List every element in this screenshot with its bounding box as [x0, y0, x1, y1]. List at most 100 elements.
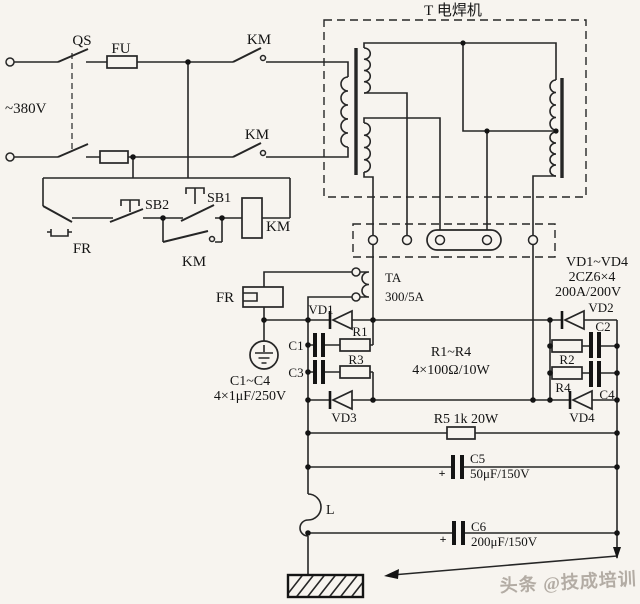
terminal-1 [367, 234, 379, 246]
c6-polarity: + [440, 532, 447, 546]
r2-label: R2 [559, 352, 574, 367]
electrode-arrowhead-icon [384, 569, 399, 579]
r4-label: R4 [555, 380, 571, 395]
c5-plate-a [451, 455, 455, 479]
snubber-left: C1 C3 R1 R3 [288, 320, 374, 494]
mains-supply: ~380V [5, 57, 349, 162]
welding-transformer: T 电焊机 [323, 2, 587, 235]
qs-switch: QS [57, 33, 92, 158]
rectifier-bridge: VD1 VD3 VD2 VD4 VD1~VD4 2CZ6×4 200A/200V [264, 244, 628, 425]
rectifier-rating-label: 200A/200V [555, 285, 621, 300]
vd1-label: VD1 [308, 302, 333, 317]
c6-value-label: 200μF/150V [471, 534, 538, 549]
sb2-actuator [120, 199, 140, 212]
ta-label: TA [385, 270, 402, 285]
earth-icon [255, 345, 273, 364]
transformer-enclosure [323, 19, 587, 198]
c5-plate-b [460, 455, 464, 479]
c5-polarity: + [439, 466, 446, 480]
output-filter: R5 1k 20W + C5 50μF/150V + C6 200μF/150V… [299, 412, 617, 575]
c3-plate-a [313, 360, 317, 384]
watermark-text: 头条 @技成培训 [499, 568, 637, 596]
terminal-link-bar [426, 229, 502, 251]
vd3-diode [331, 389, 353, 411]
c1-plate-a [313, 333, 317, 357]
km-top-label: KM [247, 32, 271, 48]
c2-plate-b [597, 332, 601, 358]
primary-winding [340, 76, 349, 148]
ta-terminal-1 [351, 267, 361, 277]
km-contact-top [259, 54, 267, 62]
earth-circle [249, 340, 279, 370]
snubber-right: C2 C4 R2 R4 [549, 319, 618, 558]
l-inductor [299, 493, 322, 575]
sb2-blade [109, 208, 144, 223]
vd2-label: VD2 [588, 300, 613, 315]
vd1-diode [331, 309, 353, 331]
fuse-bottom [99, 150, 129, 164]
ta-terminal-2 [351, 292, 361, 302]
secondary-winding-lower [363, 122, 372, 173]
fr-heater-label: FR [216, 290, 234, 306]
winding-top-link [363, 42, 557, 80]
km-contact-bottom [259, 149, 267, 157]
km-aux-fixed-contact [208, 235, 216, 243]
c4-label: C4 [599, 387, 615, 402]
terminal-5 [527, 234, 539, 246]
km-blade-bottom [232, 142, 262, 158]
rectifier-group-label: VD1~VD4 [566, 255, 628, 270]
sb1-button: SB1 [180, 187, 231, 222]
km-coil: KM [241, 178, 291, 239]
c5-value-label: 50μF/150V [470, 466, 530, 481]
sb2-button: SB2 [109, 198, 169, 223]
c3-label: C3 [288, 365, 303, 380]
qs-blade-bottom [57, 143, 89, 158]
winding-tap-link [462, 43, 556, 132]
voltage-label: ~380V [5, 101, 47, 117]
workpiece-hatching [289, 576, 362, 596]
vd3-label: VD3 [331, 410, 356, 425]
vd2-diode [563, 309, 585, 331]
r-group-value-label: 4×100Ω/10W [412, 363, 490, 378]
workpiece [286, 547, 621, 599]
reactor-winding-upper [549, 79, 557, 131]
c1c4-group-label: C1~C4 [230, 374, 270, 389]
ta-secondary-winding [360, 271, 370, 298]
fr-thermal-symbol [47, 229, 72, 237]
c6-plate-b [461, 521, 465, 545]
c6-label: C6 [471, 519, 487, 534]
fr-heater: FR [216, 271, 352, 320]
r3-resistor [339, 365, 371, 379]
c4-plate-b [597, 361, 601, 387]
sb2-label: SB2 [145, 198, 169, 213]
r1-resistor [339, 338, 371, 352]
c1c4-value-label: 4×1μF/250V [214, 389, 286, 404]
r-group-label: R1~R4 [431, 345, 471, 360]
r2-resistor [551, 339, 583, 353]
c3-plate-b [321, 360, 325, 384]
fr-contact: FR [42, 205, 91, 257]
km-coil-body [241, 197, 263, 239]
r3-label: R3 [348, 352, 363, 367]
ta-rating-label: 300/5A [385, 289, 425, 304]
km-aux-leads [162, 218, 223, 243]
earth-connection: C1~C4 4×1μF/250V [214, 320, 286, 404]
qs-blade-top [57, 48, 89, 63]
supply-terminal-top [5, 57, 15, 67]
terminal-board [352, 223, 556, 258]
secondary-winding-upper [363, 47, 372, 94]
c2-label: C2 [595, 319, 610, 334]
c6-plate-a [452, 521, 456, 545]
c4-plate-a [589, 361, 593, 387]
rectifier-model-label: 2CZ6×4 [569, 270, 616, 285]
junction-dots [261, 317, 620, 536]
fr-heater-body [242, 286, 284, 308]
rail-arrowhead-icon [613, 547, 621, 559]
sb1-blade [180, 204, 215, 222]
km-aux-blade [162, 230, 209, 243]
c5-label: C5 [470, 451, 485, 466]
vd4-label: VD4 [569, 410, 595, 425]
km-aux-label: KM [182, 254, 206, 270]
r5-resistor [446, 426, 476, 440]
